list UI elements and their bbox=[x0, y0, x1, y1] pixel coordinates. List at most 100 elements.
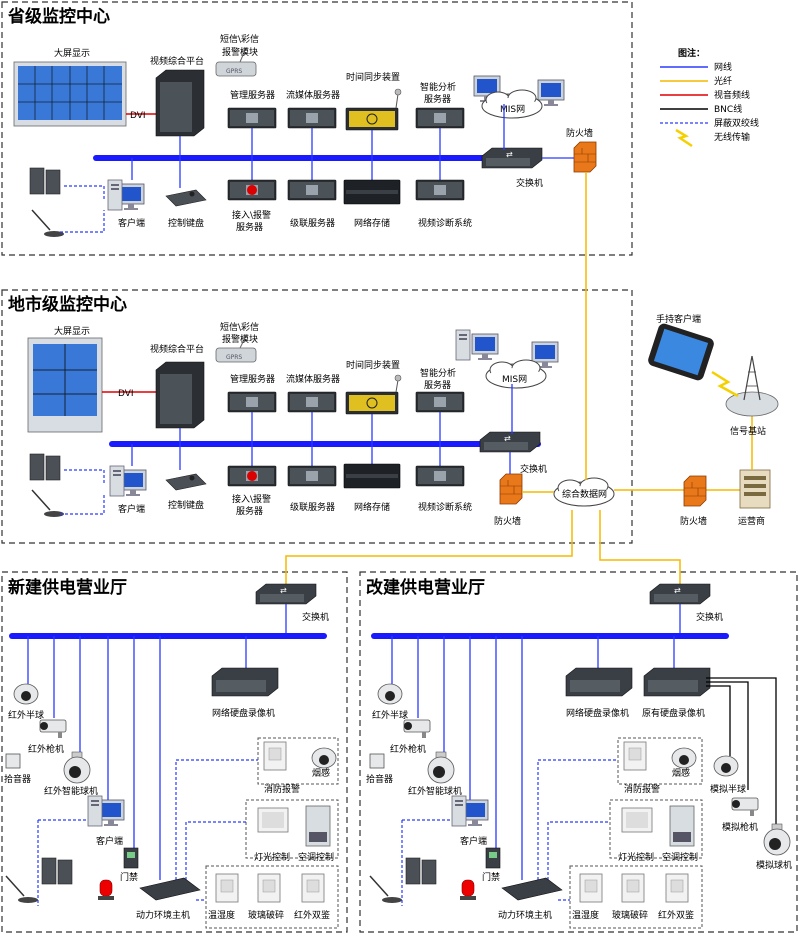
fiber-to-rebuilt-hall bbox=[599, 510, 681, 584]
city-stream-server bbox=[287, 391, 337, 413]
env-host-label: 动力环境主机 bbox=[136, 909, 190, 921]
wan-firewall-label: 防火墙 bbox=[680, 515, 707, 527]
mgmt-server-label: 管理服务器 bbox=[230, 89, 275, 101]
rb-nvr bbox=[565, 667, 633, 697]
new-hall-speaker-icon bbox=[41, 857, 73, 885]
city-time-sync bbox=[345, 374, 402, 415]
light-panel-icon bbox=[257, 807, 289, 833]
smart-label-1: 智能分析 bbox=[420, 81, 456, 93]
old-dvr-label: 原有硬盘录像机 bbox=[642, 707, 705, 719]
control-keyboard bbox=[165, 189, 207, 207]
city-big-screen bbox=[27, 337, 103, 433]
ir-dual-sensor-icon bbox=[301, 873, 325, 903]
gprs-text: GPRS bbox=[226, 68, 242, 75]
city-firewall bbox=[499, 473, 523, 505]
city-gprs-module: GPRS bbox=[215, 335, 257, 363]
rb-nvr-label: 网络硬盘录像机 bbox=[566, 707, 629, 719]
light-ac-box bbox=[245, 799, 339, 859]
sensor-box bbox=[205, 865, 339, 929]
provincial-firewall bbox=[573, 141, 597, 173]
new-hall-zone bbox=[1, 571, 348, 933]
base-station bbox=[725, 355, 779, 417]
rebuilt-hall-zone bbox=[359, 571, 798, 933]
cascade-server bbox=[287, 179, 337, 201]
provincial-center: 大屏显示 DVI 视频综合平台 GPRS 短信\彩信 报警模块 管理服务器 流媒… bbox=[13, 33, 597, 238]
city-smart-server bbox=[415, 391, 465, 413]
client-tower-icon bbox=[107, 179, 123, 211]
laptop-icon bbox=[537, 79, 565, 107]
rb-ir-bullet-icon bbox=[403, 719, 431, 739]
provincial-switch bbox=[481, 147, 543, 169]
fire-alarm-panel-icon bbox=[263, 741, 287, 771]
rb-speaker-icon bbox=[405, 857, 437, 885]
rb-ir-dome-label: 红外半球 bbox=[372, 709, 408, 721]
legend: 图注： 网线 光纤 视音频线 BNC线 屏蔽双绞线 无线传输 bbox=[660, 47, 759, 148]
operator-label: 运营商 bbox=[738, 515, 765, 527]
mis-label: MIS网 bbox=[500, 104, 525, 115]
rb-ac-unit-icon bbox=[669, 805, 695, 847]
new-hall-title: 新建供电营业厅 bbox=[8, 577, 127, 598]
ir-bullet-label: 红外枪机 bbox=[28, 743, 64, 755]
rb-ir-dual-sensor-icon bbox=[665, 873, 689, 903]
rb-light-panel-icon bbox=[621, 807, 653, 833]
new-hall: 交换机 红外半球 红外枪机 拾音器 红外智能球机 网络硬盘录像机 烟感 消防报警 bbox=[4, 583, 339, 929]
bnc-link bbox=[706, 685, 731, 756]
new-hall-microphone-icon bbox=[5, 875, 39, 904]
city-mis-pc-icon bbox=[471, 333, 499, 361]
rb-pickup-label: 拾音器 bbox=[366, 773, 393, 785]
ir-speed-dome-icon bbox=[63, 751, 91, 784]
rb-siren-icon bbox=[460, 879, 476, 900]
rb-door-controller-icon bbox=[485, 847, 501, 869]
sms-label-2: 报警模块 bbox=[222, 46, 258, 58]
rb-sensor-box bbox=[569, 865, 703, 929]
rb-fire-alarm-label: 消防报警 bbox=[624, 783, 660, 795]
fire-alarm-box bbox=[257, 737, 339, 785]
city-switch-label: 交换机 bbox=[520, 463, 547, 475]
pickup-label: 拾音器 bbox=[4, 773, 31, 785]
rebuilt-hall-switch-label: 交换机 bbox=[696, 611, 723, 623]
provincial-title: 省级监控中心 bbox=[7, 6, 110, 27]
rb-fire-alarm-box bbox=[617, 737, 703, 785]
city-storage-label: 网络存储 bbox=[354, 501, 390, 513]
analog-dome-label: 模拟半球 bbox=[710, 783, 746, 795]
city-speaker-link bbox=[64, 469, 105, 484]
speaker-icon bbox=[29, 167, 61, 195]
rb-glass-label: 玻璃破碎 bbox=[612, 909, 648, 921]
sms-label-1: 短信\彩信 bbox=[220, 33, 259, 45]
rb-smoke-detector-icon bbox=[671, 747, 697, 769]
microphone-icon bbox=[31, 209, 65, 238]
smoke-label: 烟感 bbox=[312, 767, 330, 779]
new-hall-switch bbox=[255, 583, 317, 605]
diag-server bbox=[415, 179, 465, 201]
city-video-platform-label: 视频综合平台 bbox=[150, 343, 204, 355]
temp-hum-label: 温湿度 bbox=[208, 909, 235, 921]
rb-light-ac-box bbox=[609, 799, 703, 859]
legend-net: 网线 bbox=[714, 61, 732, 73]
time-sync-device bbox=[345, 88, 402, 131]
wan-area: 综合数据网 防火墙 运营商 信号基站 手持客户端 bbox=[285, 172, 779, 584]
rb-fire-alarm-panel-icon bbox=[623, 741, 647, 771]
env-host bbox=[139, 877, 201, 901]
smoke-detector-icon bbox=[311, 747, 337, 769]
fire-link bbox=[175, 759, 258, 880]
ir-bullet-icon bbox=[39, 719, 67, 739]
rb-ir-speed-dome-label: 红外智能球机 bbox=[408, 785, 462, 797]
city-smart-label-1: 智能分析 bbox=[420, 367, 456, 379]
legend-stp: 屏蔽双绞线 bbox=[714, 117, 759, 129]
gprs-module: GPRS bbox=[215, 47, 257, 77]
rb-light-ctrl-label: 灯光控制 bbox=[618, 851, 654, 863]
rb-temp-hum-sensor-icon bbox=[579, 873, 603, 903]
keyboard-label: 控制键盘 bbox=[168, 217, 204, 229]
rb-ir-speed-dome-icon bbox=[427, 751, 455, 784]
mic-link bbox=[60, 210, 105, 233]
rb-door-label: 门禁 bbox=[482, 871, 500, 883]
rb-smoke-label: 烟感 bbox=[672, 767, 690, 779]
ir-dual-label: 红外双鉴 bbox=[294, 909, 330, 921]
rb-ir-dual-label: 红外双鉴 bbox=[658, 909, 694, 921]
stream-server bbox=[287, 107, 337, 129]
analog-bullet-label: 模拟枪机 bbox=[722, 821, 758, 833]
integrated-net-label: 综合数据网 bbox=[562, 488, 607, 500]
wireless-link-icon bbox=[711, 370, 739, 398]
video-platform-label: 视频综合平台 bbox=[150, 55, 204, 67]
city-switch bbox=[479, 431, 541, 453]
